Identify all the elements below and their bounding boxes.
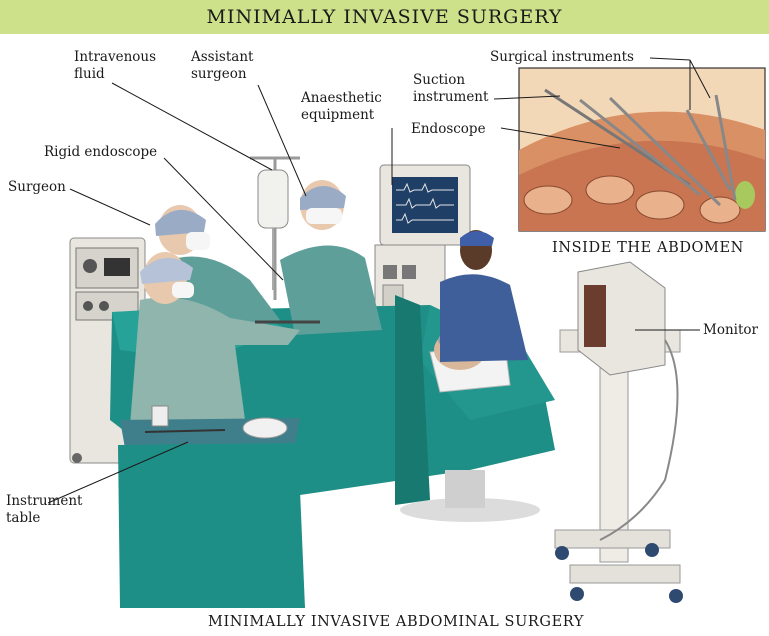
label-rigid-endoscope: Rigid endoscope <box>44 144 157 161</box>
label-assistant-surgeon: Assistant surgeon <box>191 49 253 83</box>
label-intravenous-fluid: Intravenous fluid <box>74 49 156 83</box>
label-surgeon: Surgeon <box>8 179 66 196</box>
inside-abdomen-inset <box>519 68 765 231</box>
bottom-caption: MINIMALLY INVASIVE ABDOMINAL SURGERY <box>208 614 584 630</box>
anaesthetist <box>440 230 528 362</box>
label-suction-instrument: Suction instrument <box>413 72 488 106</box>
inset-caption: INSIDE THE ABDOMEN <box>552 240 744 256</box>
label-monitor: Monitor <box>703 322 758 339</box>
assistant-surgeon <box>280 180 382 335</box>
label-instrument-table: Instrument table <box>6 493 82 527</box>
label-surgical-instruments: Surgical instruments <box>490 49 634 66</box>
monitor-trolley <box>555 262 683 603</box>
instrument-table <box>118 406 305 608</box>
label-anaesthetic-equipment: Anaesthetic equipment <box>301 90 382 124</box>
label-endoscope: Endoscope <box>411 121 486 138</box>
